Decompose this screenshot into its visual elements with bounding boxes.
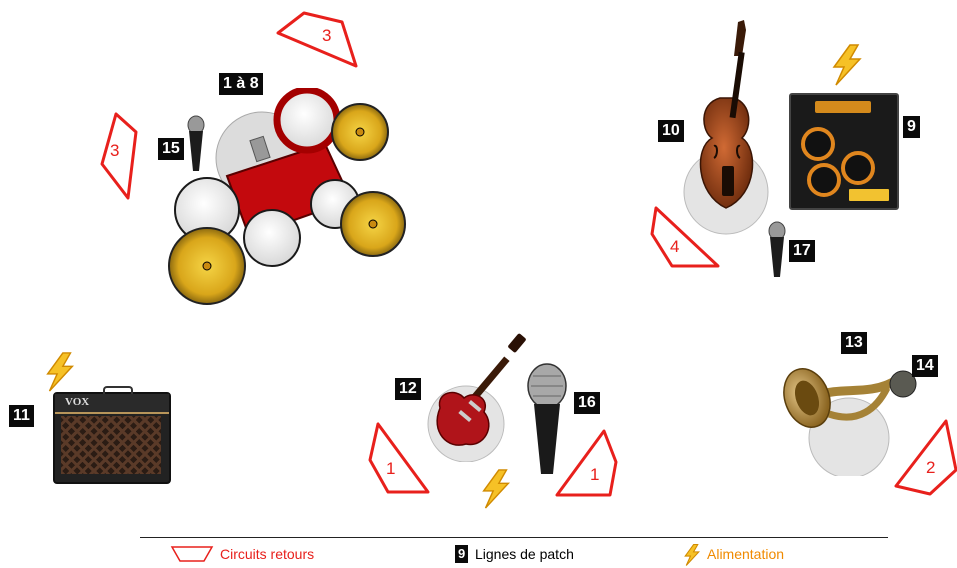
rack-tom bbox=[277, 90, 337, 150]
badge-mic-16: 16 bbox=[574, 392, 600, 414]
bass-amp bbox=[789, 93, 899, 210]
vox-guitar-amp: VOX bbox=[53, 392, 171, 484]
badge-bass-amp: 9 bbox=[903, 116, 920, 138]
legend-patch-label: Lignes de patch bbox=[475, 546, 574, 562]
double-bass bbox=[680, 16, 776, 236]
electric-guitar bbox=[418, 332, 536, 462]
monitor-3-top: 3 bbox=[272, 10, 362, 70]
legend-patch-badge: 9 bbox=[455, 545, 468, 563]
legend-divider bbox=[140, 537, 888, 538]
badge-drums: 1 à 8 bbox=[219, 73, 263, 95]
badge-horn-mic: 14 bbox=[912, 355, 938, 377]
microphone-17-icon bbox=[767, 221, 787, 279]
monitor-3-left-label: 3 bbox=[110, 141, 119, 160]
legend-power-label: Alimentation bbox=[707, 546, 784, 562]
badge-mic-17: 17 bbox=[789, 240, 815, 262]
power-icon bbox=[40, 350, 80, 394]
badge-mic-15: 15 bbox=[158, 138, 184, 160]
badge-double-bass: 10 bbox=[658, 120, 684, 142]
snare-drum bbox=[244, 210, 300, 266]
badge-horn: 13 bbox=[841, 332, 867, 354]
badge-guitar-amp: 11 bbox=[9, 405, 34, 427]
legend-power-icon bbox=[681, 543, 703, 567]
monitor-1-left-label: 1 bbox=[386, 459, 395, 478]
power-icon bbox=[476, 468, 516, 510]
power-icon bbox=[826, 43, 868, 87]
microphone-16-icon bbox=[525, 362, 569, 476]
monitor-3-top-label: 3 bbox=[322, 26, 331, 45]
legend-monitor-icon bbox=[170, 545, 214, 563]
microphone-15-icon bbox=[186, 115, 206, 173]
badge-guitar: 12 bbox=[395, 378, 421, 400]
vox-logo: VOX bbox=[65, 396, 89, 408]
legend-monitors-label: Circuits retours bbox=[220, 546, 314, 562]
monitor-3-left: 3 bbox=[96, 108, 146, 203]
monitor-2-label: 2 bbox=[926, 458, 935, 477]
monitor-1-right-label: 1 bbox=[590, 465, 599, 484]
monitor-4-label: 4 bbox=[670, 237, 679, 256]
brass-horn bbox=[777, 358, 922, 476]
